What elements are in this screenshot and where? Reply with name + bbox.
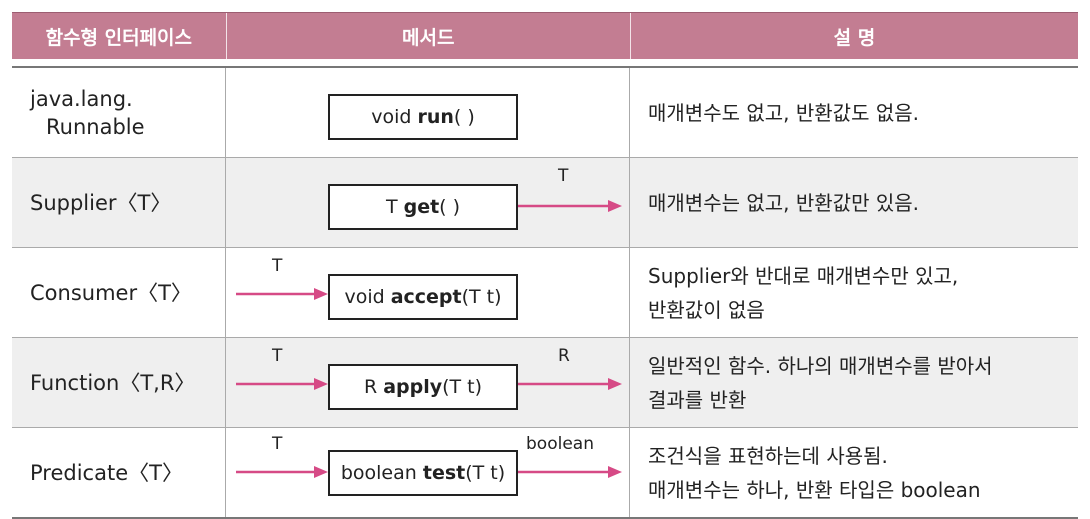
interface-name-line1: java.lang. — [30, 86, 133, 111]
table-header: 함수형 인터페이스 메서드 설 명 — [12, 12, 1078, 59]
input-type-label: T — [272, 434, 283, 454]
output-arrow — [518, 200, 622, 212]
output-type-label: R — [558, 346, 570, 366]
method-params: ( ) — [453, 106, 475, 128]
interface-name-line2: Runnable — [46, 114, 145, 139]
method-box: void run( ) — [328, 94, 518, 140]
method-cell: T boolean boolean test(T t) — [226, 428, 630, 517]
method-name: accept — [390, 286, 462, 308]
table-row-function: Function〈T,R〉 T R R apply(T t) 일반적인 함수. … — [12, 338, 1078, 428]
header-description: 설 명 — [833, 26, 876, 49]
interface-name: Function〈T,R〉 — [12, 338, 226, 427]
method-params: (T t) — [461, 286, 502, 308]
description-line2: 매개변수는 하나, 반환 타입은 boolean — [648, 477, 981, 502]
method-box: T get( ) — [328, 184, 518, 230]
method-return-type: void — [371, 106, 418, 128]
method-return-type: T — [385, 196, 404, 218]
description-cell: Supplier와 반대로 매개변수만 있고, 반환값이 없음 — [630, 248, 1078, 337]
description-line2: 반환값이 없음 — [648, 297, 765, 322]
method-cell: void run( ) — [226, 68, 630, 157]
method-box: R apply(T t) — [328, 364, 518, 410]
output-type-label: T — [558, 166, 569, 186]
interface-name: Consumer〈T〉 — [12, 248, 226, 337]
method-box: boolean test(T t) — [328, 450, 518, 496]
description-cell: 조건식을 표현하는데 사용됨. 매개변수는 하나, 반환 타입은 boolean — [630, 428, 1078, 517]
table-row-predicate: Predicate〈T〉 T boolean boolean test(T t)… — [12, 428, 1078, 517]
description-line2: 결과를 반환 — [648, 387, 747, 412]
functional-interface-table: java.lang. Runnable void run( ) 매개변수도 없고… — [12, 66, 1078, 519]
header-interface: 함수형 인터페이스 — [12, 13, 227, 59]
method-name: get — [403, 196, 440, 218]
table-row-runnable: java.lang. Runnable void run( ) 매개변수도 없고… — [12, 68, 1078, 158]
input-type-label: T — [272, 346, 283, 366]
description-line1: 매개변수는 없고, 반환값만 있음. — [648, 190, 919, 215]
interface-name: Predicate〈T〉 — [12, 428, 226, 517]
description-cell: 매개변수는 없고, 반환값만 있음. — [630, 158, 1078, 247]
table-row-supplier: Supplier〈T〉 T T get( ) 매개변수는 없고, 반환값만 있음… — [12, 158, 1078, 248]
interface-name: java.lang. Runnable — [12, 68, 226, 157]
method-name: apply — [383, 376, 443, 398]
description-line1: 매개변수도 없고, 반환값도 없음. — [648, 100, 919, 125]
method-params: ( ) — [439, 196, 461, 218]
interface-name: Supplier〈T〉 — [12, 158, 226, 247]
input-output-arrows — [236, 378, 622, 390]
method-return-type: void — [344, 286, 391, 308]
header-method: 메서드 — [227, 13, 631, 59]
description-cell: 일반적인 함수. 하나의 매개변수를 받아서 결과를 반환 — [630, 338, 1078, 427]
method-cell: T R R apply(T t) — [226, 338, 630, 427]
description-line1: 일반적인 함수. 하나의 매개변수를 받아서 — [648, 353, 993, 378]
method-cell: T void accept(T t) — [226, 248, 630, 337]
method-return-type: R — [363, 376, 384, 398]
input-type-label: T — [272, 256, 283, 276]
method-return-type: boolean — [340, 462, 423, 484]
method-name: test — [422, 462, 466, 484]
description-line1: Supplier와 반대로 매개변수만 있고, — [648, 263, 959, 288]
input-output-arrows — [236, 466, 622, 478]
description-cell: 매개변수도 없고, 반환값도 없음. — [630, 68, 1078, 157]
method-name: run — [417, 106, 454, 128]
table-row-consumer: Consumer〈T〉 T void accept(T t) Supplier와… — [12, 248, 1078, 338]
method-box: void accept(T t) — [328, 274, 518, 320]
method-cell: T T get( ) — [226, 158, 630, 247]
method-params: (T t) — [442, 376, 483, 398]
input-arrow — [236, 288, 328, 300]
method-params: (T t) — [465, 462, 506, 484]
output-type-label: boolean — [526, 434, 594, 454]
description-line1: 조건식을 표현하는데 사용됨. — [648, 443, 888, 468]
